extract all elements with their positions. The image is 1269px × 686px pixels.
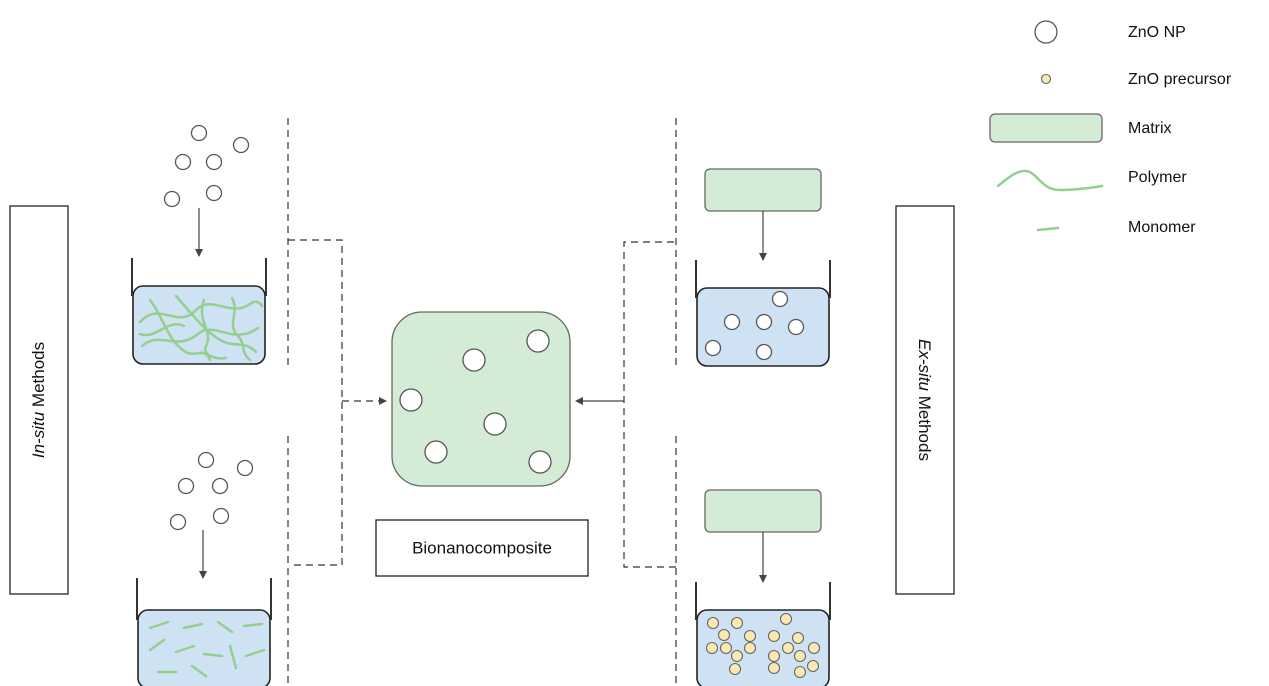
nanoparticle bbox=[169, 513, 187, 531]
monomer-icon bbox=[1036, 226, 1060, 232]
precursor-particle bbox=[728, 662, 742, 676]
legend-item-zno-np: ZnO NP bbox=[1034, 20, 1186, 44]
nanoparticle bbox=[424, 440, 448, 464]
bionanocomposite-label: Bionanocomposite bbox=[412, 538, 552, 557]
nanoparticle bbox=[197, 451, 215, 469]
legend-item-polymer: Polymer bbox=[996, 169, 1187, 192]
legend-label-matrix: Matrix bbox=[1128, 120, 1172, 137]
nanoparticle bbox=[528, 450, 552, 474]
exsitu-methods-label: Ex-situ Methods bbox=[915, 339, 934, 461]
polymer-icon bbox=[996, 169, 1104, 192]
insitu-methods-label: In-situ Methods bbox=[29, 342, 48, 458]
legend-item-monomer: Monomer bbox=[1036, 219, 1196, 236]
precursor-particle bbox=[807, 641, 821, 655]
beaker-insitu-polymer bbox=[131, 258, 267, 365]
precursor-particle bbox=[705, 641, 719, 655]
nanoparticle bbox=[483, 412, 507, 436]
legend: ZnO NP ZnO precursor Matrix Polymer Mono… bbox=[989, 20, 1232, 236]
precursor-particle bbox=[793, 649, 807, 663]
monomer-units bbox=[148, 620, 266, 678]
beaker-exsitu-precursor bbox=[695, 582, 831, 686]
nanoparticle bbox=[205, 184, 223, 202]
legend-label-zno-np: ZnO NP bbox=[1128, 24, 1186, 41]
beaker-insitu-monomer bbox=[136, 578, 272, 686]
nanoparticle bbox=[704, 339, 722, 357]
precursor-particle bbox=[730, 616, 744, 630]
precursor-particle bbox=[767, 649, 781, 663]
nanoparticle bbox=[462, 348, 486, 372]
exsitu-methods-box: Ex-situ Methods bbox=[895, 205, 955, 595]
insitu-top-particles bbox=[163, 124, 250, 208]
connector-right bbox=[575, 241, 676, 568]
precursor-particle bbox=[730, 649, 744, 663]
nanoparticle bbox=[755, 343, 773, 361]
nanoparticle bbox=[787, 318, 805, 336]
connector-left bbox=[288, 239, 387, 566]
insitu-bottom-particles bbox=[169, 451, 254, 531]
nanoparticle bbox=[236, 459, 254, 477]
precursor-particle bbox=[767, 661, 781, 675]
nanoparticle bbox=[399, 388, 423, 412]
legend-item-zno-precursor: ZnO precursor bbox=[1040, 71, 1232, 88]
matrix-icon bbox=[989, 113, 1103, 143]
precursor-particle bbox=[791, 631, 805, 645]
nanoparticle bbox=[190, 124, 208, 142]
nanoparticle bbox=[755, 313, 773, 331]
precursor-particle bbox=[743, 629, 757, 643]
nanoparticle bbox=[526, 329, 550, 353]
zno-np-icon bbox=[1034, 20, 1058, 44]
precursor-particle bbox=[806, 659, 820, 673]
nanoparticle bbox=[163, 190, 181, 208]
precursor-particle bbox=[767, 629, 781, 643]
exsitu-top-matrix bbox=[704, 168, 822, 212]
legend-label-zno-precursor: ZnO precursor bbox=[1128, 71, 1232, 88]
nanoparticle bbox=[212, 507, 230, 525]
legend-item-matrix: Matrix bbox=[989, 113, 1172, 143]
legend-label-monomer: Monomer bbox=[1128, 219, 1196, 236]
nanoparticle bbox=[174, 153, 192, 171]
bionanocomposite-label-box: Bionanocomposite bbox=[375, 519, 589, 577]
zno-precursor-icon bbox=[1040, 73, 1052, 85]
precursor-particle bbox=[706, 616, 720, 630]
precursor-particle bbox=[743, 641, 757, 655]
nanoparticle bbox=[177, 477, 195, 495]
bionanocomposite-block bbox=[391, 311, 571, 487]
precursor-particle bbox=[719, 641, 733, 655]
precursor-particle bbox=[779, 612, 793, 626]
exsitu-bottom-matrix bbox=[704, 489, 822, 533]
insitu-methods-box: In-situ Methods bbox=[9, 205, 69, 595]
precursor-particle bbox=[781, 641, 795, 655]
beaker-exsitu-nanoparticles bbox=[695, 260, 831, 367]
polymer-chains bbox=[138, 294, 264, 362]
precursor-particle bbox=[717, 628, 731, 642]
nanoparticle bbox=[232, 136, 250, 154]
nanoparticle bbox=[205, 153, 223, 171]
precursor-particle bbox=[793, 665, 807, 679]
nanoparticle bbox=[771, 290, 789, 308]
nanoparticle bbox=[211, 477, 229, 495]
nanoparticle bbox=[723, 313, 741, 331]
legend-label-polymer: Polymer bbox=[1128, 169, 1187, 186]
